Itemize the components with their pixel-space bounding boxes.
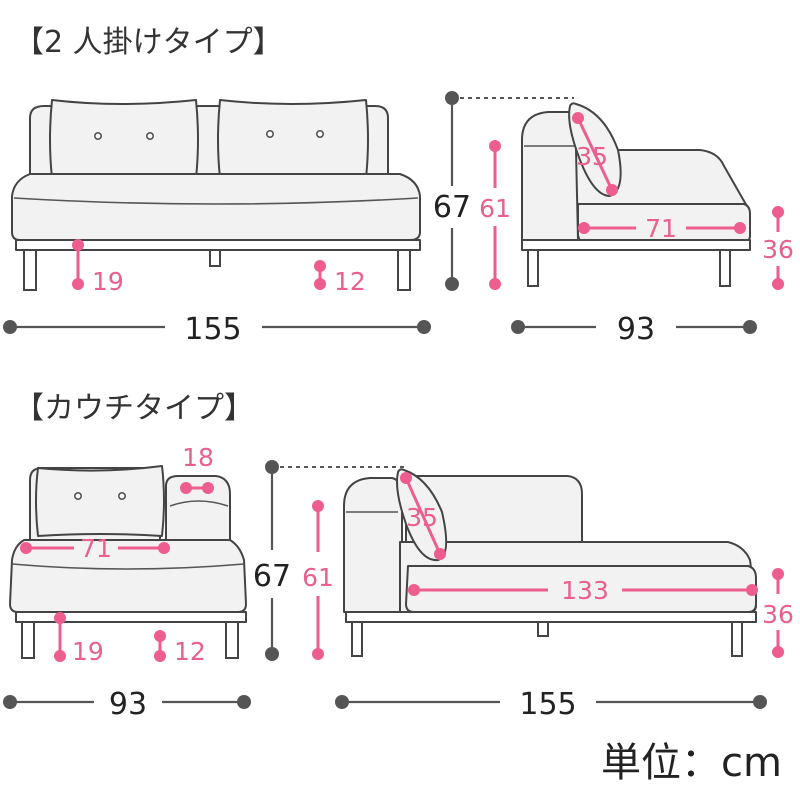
dim-width: 155 — [184, 312, 241, 347]
leg — [225, 621, 239, 659]
couch-seat-cushion — [405, 565, 757, 613]
leg — [351, 621, 363, 657]
seat — [9, 539, 247, 613]
dim-seat-depth: 71 — [645, 214, 677, 243]
dim-clearance: 12 — [174, 637, 206, 666]
dim-total-height: 67 — [433, 190, 471, 225]
couch-frame — [345, 611, 757, 623]
dim-width: 155 — [519, 687, 576, 722]
seat — [11, 173, 421, 241]
dim-leg-height: 19 — [92, 267, 124, 296]
dim-back-height: 61 — [479, 194, 511, 223]
dim-seat-length: 133 — [561, 576, 609, 605]
dim-leg-height: 19 — [72, 637, 104, 666]
section1-title: 【2 人掛けタイプ】 — [14, 25, 283, 60]
dim-depth: 93 — [617, 312, 655, 347]
center-leg — [209, 249, 221, 267]
couch-side — [343, 468, 757, 657]
pillow-left — [49, 99, 199, 179]
pillow-button — [315, 130, 324, 139]
dim-cushion: 35 — [406, 503, 438, 532]
dim-seat-height: 36 — [762, 235, 794, 264]
arm — [165, 475, 231, 547]
dim-seat-width: 71 — [80, 534, 112, 563]
center-leg — [537, 621, 549, 637]
leg — [23, 249, 37, 291]
leg — [719, 249, 731, 287]
sofa-2seat-front — [11, 99, 421, 291]
leg — [21, 621, 35, 659]
dim-width: 93 — [109, 687, 147, 722]
pillow-button — [146, 132, 155, 141]
leg — [731, 621, 743, 657]
dim-arm-width: 18 — [182, 443, 214, 472]
base-frame — [15, 611, 247, 623]
unit-label: 単位：cm — [601, 740, 782, 786]
side-arm — [521, 111, 579, 241]
couch-arm — [343, 477, 403, 613]
pillow-button — [265, 130, 274, 139]
pillow-right — [217, 99, 369, 179]
dim-clearance: 12 — [334, 267, 366, 296]
leg — [527, 249, 539, 287]
leg — [397, 249, 411, 291]
pillow-button — [118, 491, 127, 500]
side-frame — [521, 239, 751, 251]
pillow — [35, 465, 165, 537]
dim-back-height: 61 — [302, 563, 334, 592]
dim-seat-height: 36 — [762, 600, 794, 629]
dim-total-height: 67 — [253, 559, 291, 594]
couch-front — [9, 465, 247, 659]
section2-title: 【カウチタイプ】 — [14, 391, 254, 426]
pillow-button — [94, 132, 103, 141]
dim-cushion: 35 — [576, 142, 608, 171]
pillow-button — [74, 491, 83, 500]
sofa-2seat-side — [521, 102, 751, 287]
